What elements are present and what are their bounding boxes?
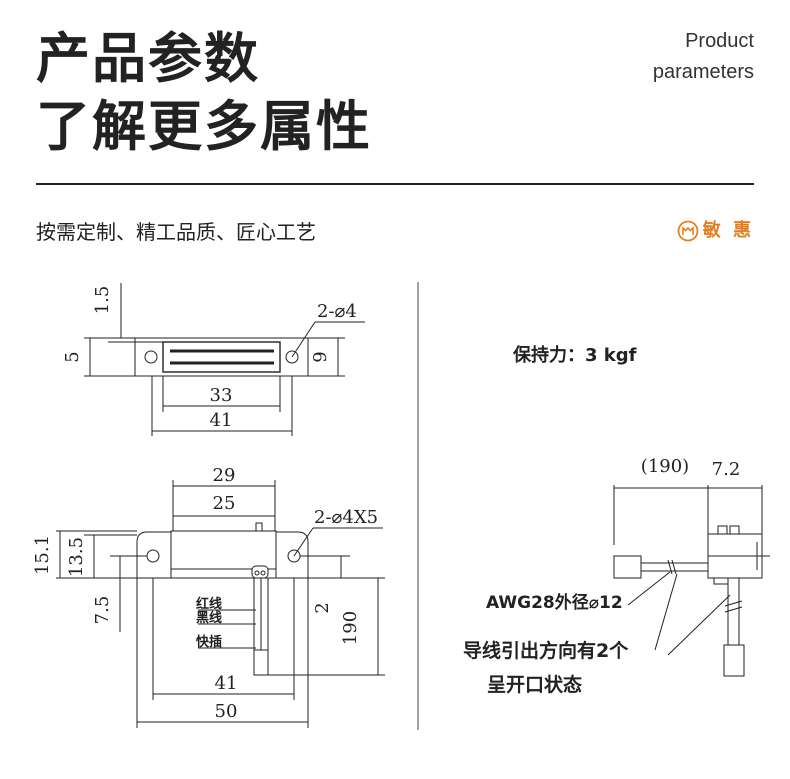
dim-9-label: 9 bbox=[310, 351, 331, 362]
dim-41-front-label: 41 bbox=[215, 673, 238, 694]
dim-13-5-label: 13.5 bbox=[66, 537, 87, 577]
dim-190-label: 190 bbox=[340, 611, 361, 645]
holding-force-label: 保持力：3 kgf bbox=[512, 344, 637, 366]
note-line2: 呈开口状态 bbox=[487, 673, 582, 696]
dim-7-5-label: 7.5 bbox=[92, 596, 113, 625]
dim-33-label: 33 bbox=[210, 385, 233, 406]
page-title-line2: 了解更多属性 bbox=[36, 95, 372, 158]
side-view-drawing bbox=[613, 485, 770, 677]
brand: 敏 惠 bbox=[677, 220, 754, 242]
subtitle: 按需定制、精工品质、匠心工艺 bbox=[36, 220, 316, 244]
quick-plug-label: 快插 bbox=[196, 634, 222, 650]
dim-7-2-label: 7.2 bbox=[712, 459, 741, 480]
english-title-line1: Product bbox=[685, 30, 754, 52]
brand-name: 敏 惠 bbox=[702, 220, 754, 241]
red-wire-label: 红线 bbox=[196, 596, 222, 612]
dim-41-top-label: 41 bbox=[210, 410, 233, 431]
page-title-line1: 产品参数 bbox=[36, 27, 260, 90]
header-divider bbox=[36, 183, 754, 185]
top-view-drawing bbox=[84, 283, 365, 436]
dim-1-5-label: 1.5 bbox=[92, 286, 113, 315]
note-line1: 导线引出方向有2个 bbox=[463, 639, 629, 662]
dim-29-label: 29 bbox=[213, 465, 236, 486]
holes-front-label: 2-⌀4X5 bbox=[314, 507, 378, 528]
dim-190-paren-label: (190) bbox=[641, 456, 689, 477]
brand-logo-icon bbox=[677, 220, 699, 242]
front-view-drawing bbox=[56, 480, 385, 728]
wire-spec-label: AWG28外径⌀12 bbox=[486, 592, 623, 613]
black-wire-label: 黑线 bbox=[196, 610, 222, 626]
dim-50-label: 50 bbox=[215, 701, 238, 722]
dim-15-1-label: 15.1 bbox=[32, 535, 53, 575]
dim-5-label: 5 bbox=[62, 351, 83, 362]
english-title-line2: parameters bbox=[652, 61, 754, 83]
dim-25-label: 25 bbox=[213, 493, 236, 514]
holes-top-label: 2-⌀4 bbox=[317, 301, 357, 322]
dim-2-label: 2 bbox=[312, 602, 333, 613]
